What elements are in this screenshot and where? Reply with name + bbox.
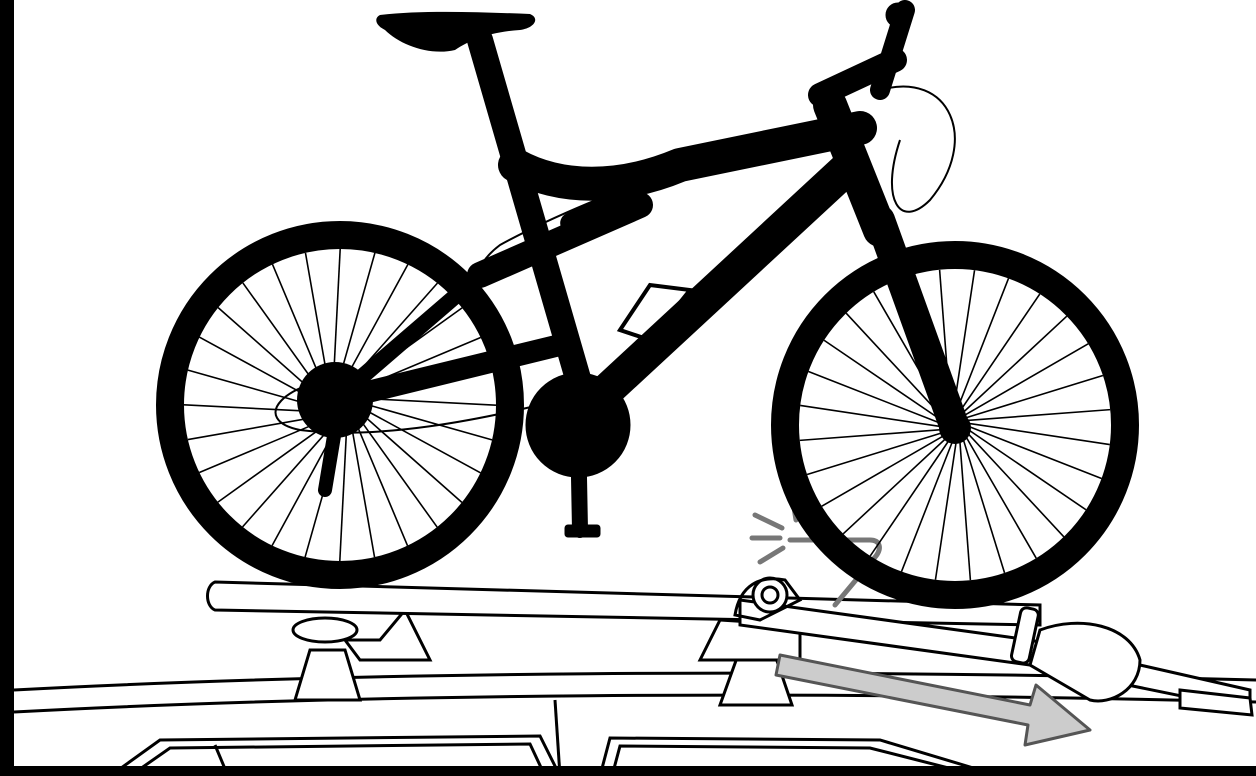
wheel-spoke bbox=[340, 424, 347, 561]
wheel-spoke bbox=[360, 403, 492, 440]
wheel-spoke bbox=[870, 435, 953, 556]
wheel-spoke bbox=[360, 407, 481, 473]
wheel-spoke bbox=[199, 419, 326, 472]
wheel-spoke bbox=[354, 419, 407, 546]
rack-foot-left bbox=[293, 610, 430, 700]
wheel-spoke bbox=[965, 427, 1086, 510]
wheel-spoke bbox=[218, 422, 330, 502]
bicycle-silhouette-icon bbox=[170, 3, 1125, 595]
wheel-spoke bbox=[957, 294, 1040, 415]
saddle bbox=[376, 12, 535, 52]
wheel-spoke bbox=[351, 422, 375, 557]
